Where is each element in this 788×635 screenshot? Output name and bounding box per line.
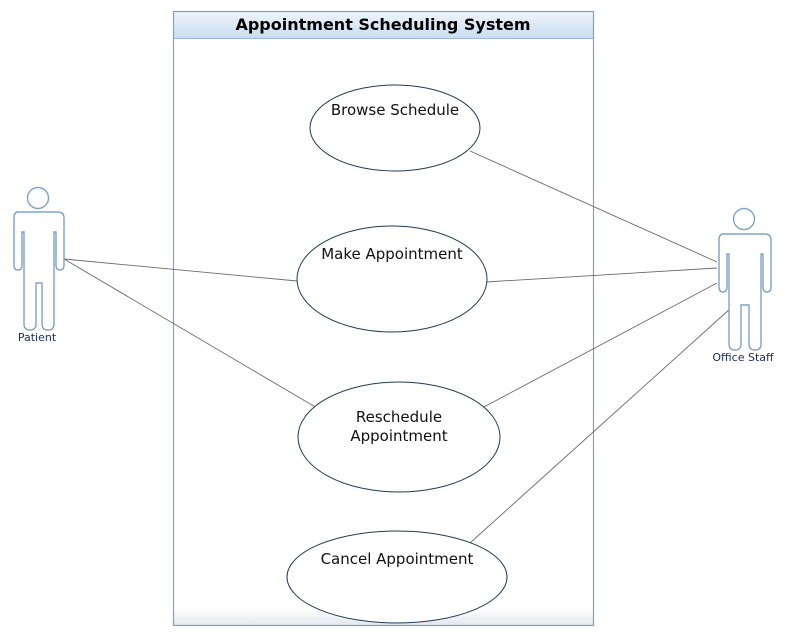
association-patient-reschedule-appointment	[63, 258, 318, 409]
use-case-label: Cancel Appointment	[321, 550, 474, 568]
use-case-reschedule-appointment[interactable]: Reschedule Appointment	[297, 381, 501, 493]
system-border	[172, 10, 595, 627]
actor-patient[interactable]: Patient	[13, 186, 65, 345]
use-case-label-line-2: Appointment	[350, 427, 447, 445]
associations	[63, 150, 732, 544]
association-patient-make-appointment	[63, 258, 298, 282]
use-case-cancel-appointment[interactable]: Cancel Appointment	[286, 530, 508, 624]
association-office-staff-make-appointment	[485, 267, 718, 283]
use-case-browse-schedule[interactable]: Browse Schedule	[309, 84, 481, 172]
association-office-staff-browse-schedule	[469, 150, 718, 263]
stick-figure-icon	[13, 186, 65, 331]
actor-label: Office Staff	[712, 351, 774, 364]
system-title: Appointment Scheduling System	[235, 15, 530, 34]
actor-office-staff[interactable]: Office Staff	[712, 207, 774, 365]
association-office-staff-reschedule-appointment	[481, 282, 718, 409]
stick-figure-icon	[718, 207, 772, 351]
actor-label: Patient	[18, 331, 57, 344]
use-case-label: Browse Schedule	[331, 101, 459, 119]
use-case-make-appointment[interactable]: Make Appointment	[296, 225, 488, 333]
use-case-label-line-1: Reschedule	[356, 408, 442, 426]
use-case-label: Make Appointment	[321, 245, 463, 263]
system-header	[173, 11, 594, 39]
association-office-staff-cancel-appointment	[469, 307, 732, 544]
